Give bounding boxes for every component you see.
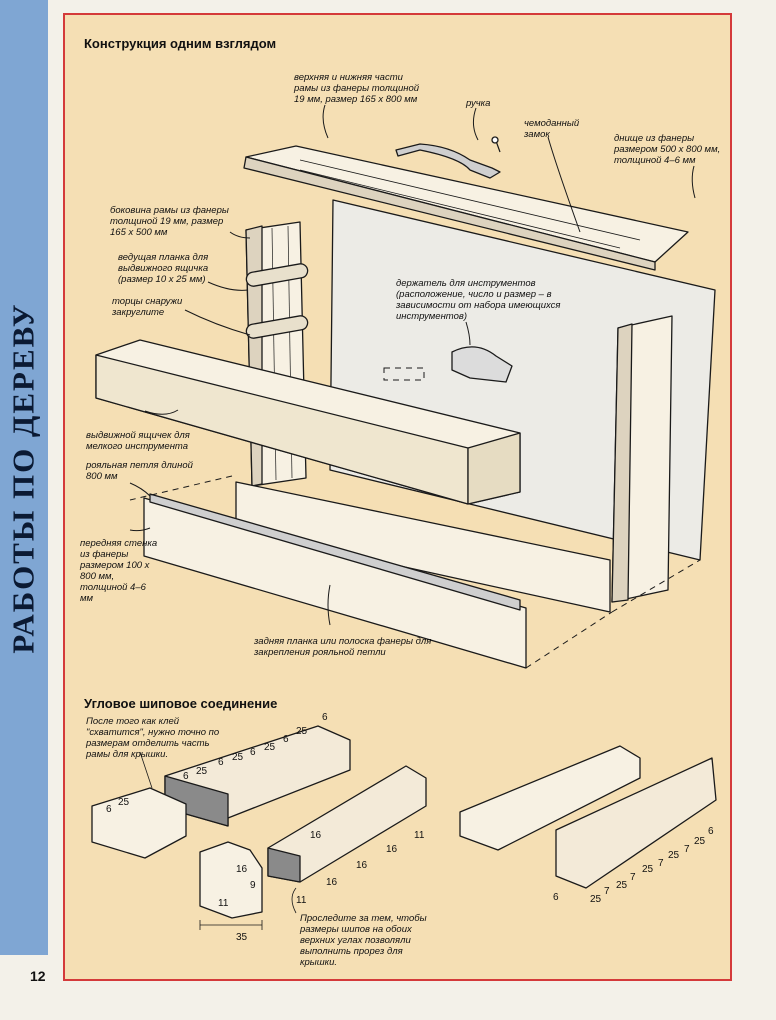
page-number: 12 [30, 968, 46, 984]
svg-text:6: 6 [106, 804, 112, 815]
label-drawer: выдвижной ящичек для мелкого инструмента [86, 430, 190, 452]
joint-piece-small [91, 787, 187, 859]
joint-piece-right-b [555, 757, 717, 889]
svg-text:16: 16 [386, 844, 398, 855]
handle [395, 143, 501, 179]
svg-text:6: 6 [553, 892, 559, 903]
label-front-wall: передняя стенка из фанеры размером 100 х… [80, 538, 158, 604]
lower-frame-board [235, 481, 611, 613]
svg-text:25: 25 [118, 797, 130, 808]
svg-text:16: 16 [236, 864, 248, 875]
svg-text:9: 9 [250, 880, 256, 891]
svg-text:6: 6 [218, 757, 224, 768]
svg-text:35: 35 [236, 932, 248, 943]
svg-text:7: 7 [658, 858, 664, 869]
svg-text:25: 25 [264, 742, 276, 753]
svg-text:16: 16 [356, 860, 368, 871]
piano-hinge [149, 493, 521, 611]
heading-joint: Угловое шиповое соединение [84, 696, 278, 711]
tool-holder [451, 346, 513, 383]
svg-text:25: 25 [196, 766, 208, 777]
svg-text:11: 11 [296, 895, 307, 906]
svg-text:6: 6 [183, 771, 189, 782]
label-round-ends: торцы снаружи закруглите [112, 296, 183, 318]
svg-text:16: 16 [326, 877, 338, 888]
label-frame-side: боковина рамы из фанеры толщиной 19 мм, … [110, 205, 229, 238]
label-piano-hinge: рояльная петля длиной 800 мм [86, 460, 193, 482]
label-back-strip: задняя планка или полоска фанеры для зак… [254, 636, 432, 658]
svg-text:25: 25 [642, 864, 654, 875]
label-bottom: днище из фанеры размером 500 х 800 мм, т… [614, 133, 721, 166]
svg-text:11: 11 [414, 830, 425, 841]
svg-text:25: 25 [232, 752, 244, 763]
side-band [0, 0, 48, 955]
label-guide-strip: ведущая планка для выдвижного ящичка (ра… [118, 252, 209, 285]
svg-text:25: 25 [296, 726, 308, 737]
heading-main: Конструкция одним взглядом [84, 36, 277, 51]
svg-text:6: 6 [708, 826, 714, 837]
svg-text:16: 16 [310, 830, 322, 841]
label-tool-holder: держатель для инструментов (расположение… [396, 278, 561, 322]
svg-text:6: 6 [250, 747, 256, 758]
svg-text:7: 7 [604, 886, 610, 897]
svg-text:7: 7 [684, 844, 690, 855]
joint-note-2: Проследите за тем, чтобы размеры шипов н… [300, 913, 427, 968]
joint-block [199, 841, 263, 919]
svg-text:25: 25 [694, 836, 706, 847]
svg-text:7: 7 [630, 872, 636, 883]
svg-text:25: 25 [668, 850, 680, 861]
label-frame-top-bottom: верхняя и нижняя части рамы из фанеры то… [294, 72, 420, 105]
joint-piece-right-a [459, 745, 641, 851]
label-lock: чемоданный замок [524, 118, 580, 140]
svg-text:25: 25 [616, 880, 628, 891]
svg-text:6: 6 [283, 734, 289, 745]
svg-text:25: 25 [590, 894, 602, 905]
svg-text:11: 11 [218, 898, 229, 909]
joint-note-1: После того как клей "схватится", нужно т… [86, 716, 220, 760]
label-handle: ручка [466, 98, 491, 109]
dim-6: 6 [322, 712, 328, 723]
